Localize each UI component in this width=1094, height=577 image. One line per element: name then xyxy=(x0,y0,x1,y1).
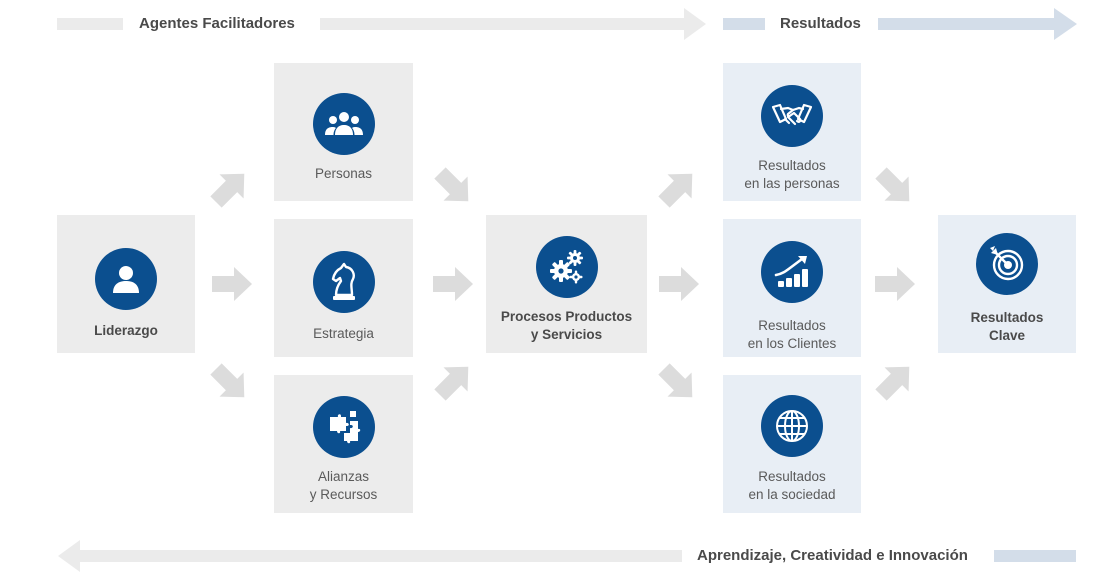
results-band-label: Resultados xyxy=(780,15,861,32)
arrow-procesos-res-personas xyxy=(651,161,705,215)
node-liderazgo-label: Liderazgo xyxy=(94,323,158,338)
node-personas: Personas xyxy=(274,63,413,201)
chess-knight-icon xyxy=(312,251,375,313)
arrow-liderazgo-estrategia xyxy=(212,267,252,301)
arrow-res-clientes-clave xyxy=(875,267,915,301)
node-res-personas: Resultados en las personas xyxy=(723,63,861,201)
arrow-liderazgo-personas xyxy=(203,161,257,215)
people-group-icon xyxy=(312,93,375,155)
enablers-band-label: Agentes Facilitadores xyxy=(139,15,295,32)
node-res-clave-label: Resultados Clave xyxy=(970,310,1044,343)
node-res-sociedad-label: Resultados en la sociedad xyxy=(748,469,836,502)
arrow-res-sociedad-clave xyxy=(868,354,922,408)
target-icon xyxy=(976,233,1038,295)
arrow-procesos-res-sociedad xyxy=(651,356,705,410)
arrow-res-personas-clave xyxy=(868,160,922,214)
puzzle-icon xyxy=(312,396,375,458)
growth-chart-icon xyxy=(761,241,823,303)
gears-icon xyxy=(535,236,598,298)
node-res-clave: Resultados Clave xyxy=(938,215,1076,353)
learning-band-label: Aprendizaje, Creatividad e Innovación xyxy=(697,547,968,564)
node-procesos: Procesos Productos y Servicios xyxy=(486,215,647,353)
handshake-icon xyxy=(761,85,823,147)
node-alianzas: Alianzas y Recursos xyxy=(274,375,413,513)
arrow-estrategia-procesos xyxy=(433,267,473,301)
arrow-personas-procesos xyxy=(427,160,481,214)
node-estrategia-label: Estrategia xyxy=(313,326,374,341)
node-res-sociedad: Resultados en la sociedad xyxy=(723,375,861,513)
arrow-alianzas-procesos xyxy=(427,354,481,408)
globe-icon xyxy=(761,395,823,457)
arrow-liderazgo-alianzas xyxy=(203,356,257,410)
node-res-personas-label: Resultados en las personas xyxy=(744,158,840,191)
node-liderazgo: Liderazgo xyxy=(57,215,195,353)
node-procesos-label: Procesos Productos y Servicios xyxy=(500,309,633,342)
arrow-procesos-res-clientes xyxy=(659,267,699,301)
node-alianzas-label: Alianzas y Recursos xyxy=(309,469,378,502)
node-personas-label: Personas xyxy=(314,166,373,181)
node-estrategia: Estrategia xyxy=(274,219,413,357)
node-res-clientes-label: Resultados en los Clientes xyxy=(747,318,837,351)
node-res-clientes: Resultados en los Clientes xyxy=(723,219,861,357)
person-icon xyxy=(95,248,157,310)
